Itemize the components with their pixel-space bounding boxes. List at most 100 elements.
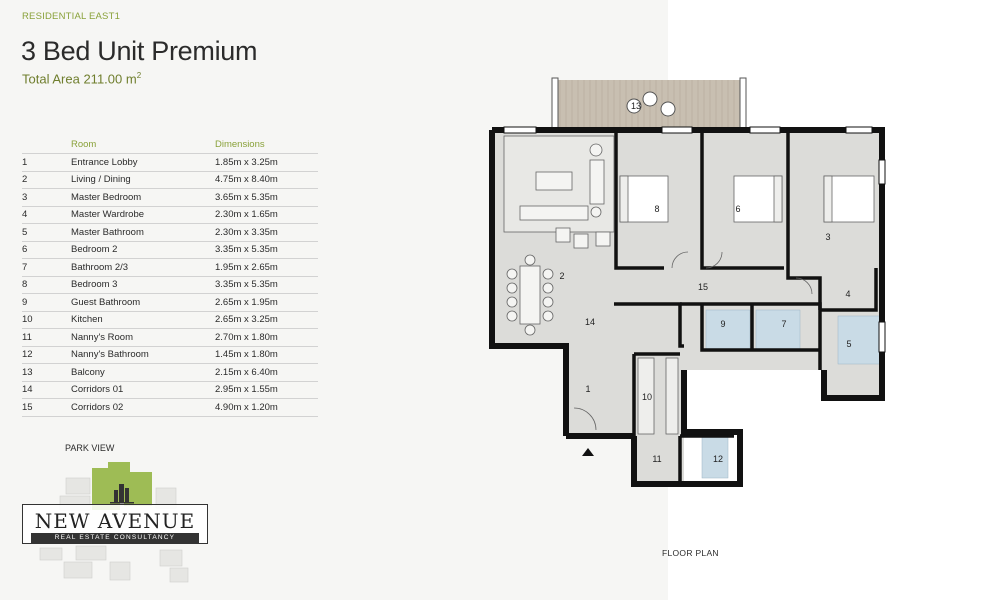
room-number-3: 3 bbox=[825, 232, 830, 242]
room-dimensions: 2.65m x 3.25m bbox=[215, 310, 318, 329]
room-number-10: 10 bbox=[642, 392, 652, 402]
room-number-15: 15 bbox=[698, 282, 708, 292]
room-dimensions: 4.90m x 1.20m bbox=[215, 398, 318, 417]
row-number: 1 bbox=[22, 153, 71, 171]
company-logo: NEW AVENUE REAL ESTATE CONSULTANCY bbox=[22, 504, 208, 544]
room-number-6: 6 bbox=[735, 204, 740, 214]
table-header-row: Room Dimensions bbox=[22, 138, 318, 154]
room-number-1: 1 bbox=[585, 384, 590, 394]
room-name: Corridors 01 bbox=[71, 380, 215, 399]
row-number: 8 bbox=[22, 275, 71, 294]
row-number: 11 bbox=[22, 328, 71, 346]
room-dimensions: 1.85m x 3.25m bbox=[215, 153, 318, 171]
row-number: 7 bbox=[22, 258, 71, 276]
room-name: Bedroom 2 bbox=[71, 240, 215, 259]
living-furniture bbox=[503, 135, 615, 249]
windows bbox=[503, 126, 886, 353]
total-area-value: 211.00 m bbox=[83, 71, 137, 87]
room-name: Guest Bathroom bbox=[71, 293, 215, 311]
room-number-7: 7 bbox=[781, 319, 786, 329]
room-dimensions: 1.45m x 1.80m bbox=[215, 345, 318, 364]
beds bbox=[619, 175, 875, 223]
room-dimensions: 3.65m x 5.35m bbox=[215, 188, 318, 206]
building-icon bbox=[110, 484, 134, 504]
row-number: 2 bbox=[22, 170, 71, 189]
room-number-8: 8 bbox=[654, 204, 659, 214]
room-name: Entrance Lobby bbox=[71, 153, 215, 171]
room-number-2: 2 bbox=[559, 271, 564, 281]
room-name: Living / Dining bbox=[71, 170, 215, 189]
room-dimensions: 3.35m x 5.35m bbox=[215, 240, 318, 259]
logo-name: NEW AVENUE bbox=[34, 509, 196, 533]
room-name: Corridors 02 bbox=[71, 398, 215, 417]
room-number-12: 12 bbox=[713, 454, 723, 464]
row-number: 13 bbox=[22, 363, 71, 381]
room-dimensions: 3.35m x 5.35m bbox=[215, 275, 318, 294]
header-number bbox=[22, 138, 71, 154]
kitchen-counter bbox=[637, 357, 679, 435]
unit-title: 3 Bed Unit Premium bbox=[21, 36, 258, 66]
room-number-13: 13 bbox=[631, 101, 641, 111]
total-area: Total Area 211.00 m2 bbox=[22, 71, 141, 86]
interior-walls bbox=[614, 130, 878, 484]
room-name: Nanny's Bathroom bbox=[71, 345, 215, 364]
room-name: Master Bedroom bbox=[71, 188, 215, 206]
floor-plan-caption: FLOOR PLAN bbox=[662, 548, 719, 558]
row-number: 5 bbox=[22, 223, 71, 241]
entrance-arrow-icon bbox=[582, 448, 594, 456]
room-dimensions: 2.95m x 1.55m bbox=[215, 380, 318, 399]
row-number: 6 bbox=[22, 240, 71, 259]
floor-plan: 1 2 3 4 5 6 7 8 9 10 11 12 13 14 15 bbox=[489, 77, 886, 487]
room-name: Master Bathroom bbox=[71, 223, 215, 241]
room-dimensions: 4.75m x 8.40m bbox=[215, 170, 318, 189]
key-plan-and-logo: NEW AVENUE REAL ESTATE CONSULTANCY bbox=[20, 458, 210, 588]
room-number-5: 5 bbox=[846, 339, 851, 349]
row-number: 3 bbox=[22, 188, 71, 206]
door-swings bbox=[573, 251, 813, 431]
key-plan-label: PARK VIEW bbox=[65, 443, 115, 453]
header-room: Room bbox=[71, 138, 97, 150]
room-number-9: 9 bbox=[720, 319, 725, 329]
room-name: Balcony bbox=[71, 363, 215, 381]
room-name: Bathroom 2/3 bbox=[71, 258, 215, 276]
row-number: 4 bbox=[22, 205, 71, 224]
room-number-labels: 1 2 3 4 5 6 7 8 9 10 11 12 13 14 15 bbox=[559, 101, 851, 464]
dining-table bbox=[506, 254, 554, 336]
room-name: Nanny's Room bbox=[71, 328, 215, 346]
room-number-14: 14 bbox=[585, 317, 595, 327]
room-name: Master Wardrobe bbox=[71, 205, 215, 224]
room-name: Bedroom 3 bbox=[71, 275, 215, 294]
room-dimensions: 1.95m x 2.65m bbox=[215, 258, 318, 276]
total-area-label: Total Area bbox=[22, 71, 80, 87]
area-unit-superscript: 2 bbox=[136, 71, 142, 80]
balcony bbox=[551, 77, 747, 131]
row-number: 14 bbox=[22, 380, 71, 399]
row-number: 12 bbox=[22, 345, 71, 364]
row-number: 9 bbox=[22, 293, 71, 311]
room-dimensions: 2.70m x 1.80m bbox=[215, 328, 318, 346]
header-dimensions: Dimensions bbox=[215, 138, 265, 150]
park-view-highlight bbox=[92, 462, 152, 510]
building-label: RESIDENTIAL EAST1 bbox=[22, 11, 121, 22]
room-dimensions: 2.15m x 6.40m bbox=[215, 363, 318, 381]
room-dimensions: 2.65m x 1.95m bbox=[215, 293, 318, 311]
row-number: 15 bbox=[22, 398, 71, 417]
room-dimensions: 2.30m x 1.65m bbox=[215, 205, 318, 224]
room-number-11: 11 bbox=[652, 454, 661, 464]
